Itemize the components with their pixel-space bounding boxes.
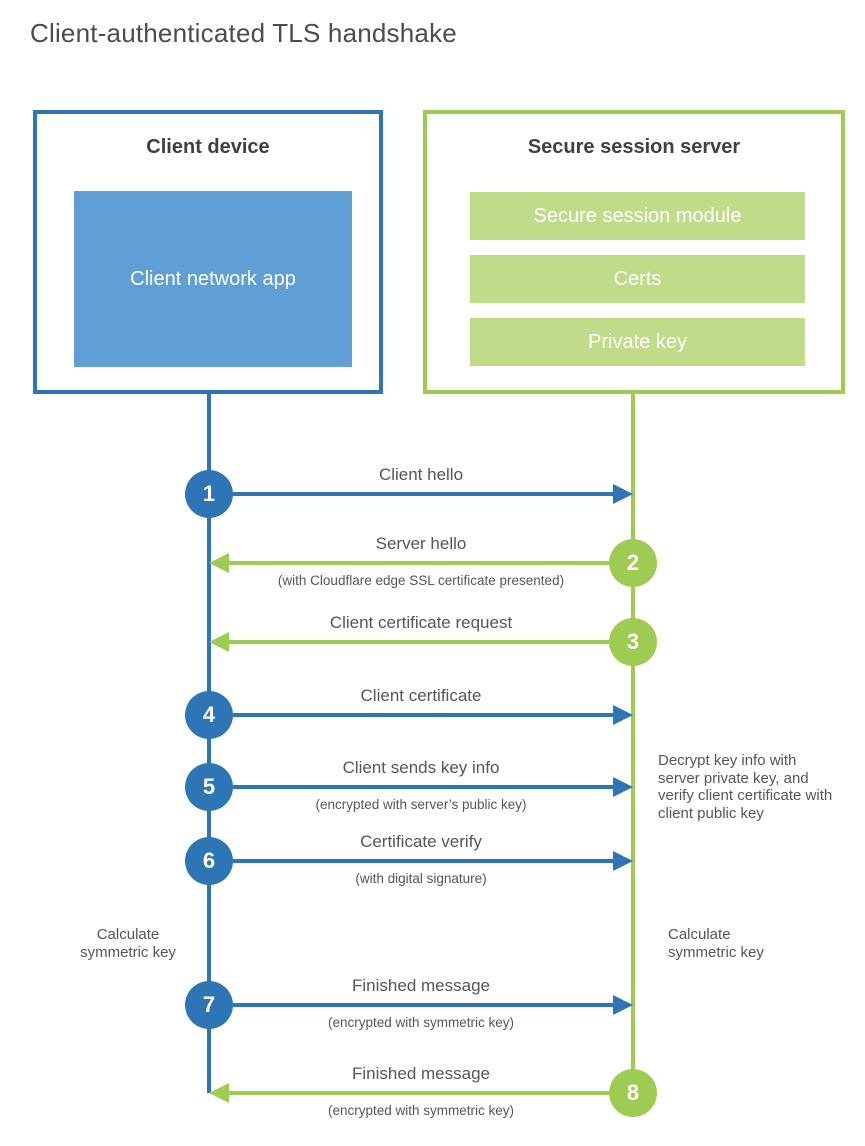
arrow-left-icon — [209, 1083, 229, 1103]
step-sublabel: (encrypted with server’s public key) — [315, 797, 527, 812]
step-label: Server hello — [375, 534, 467, 553]
arrow-line — [233, 1003, 613, 1007]
step-sublabel: (with digital signature) — [355, 871, 487, 886]
step-label: Finished message — [352, 976, 490, 995]
step-label: Client hello — [378, 465, 464, 484]
note-calculate-symmetric-key-server: Calculate symmetric key — [668, 926, 764, 961]
client-network-app-label: Client network app — [130, 268, 296, 290]
step-label: Client sends key info — [342, 758, 500, 777]
arrow-line — [233, 492, 613, 496]
arrow-line — [229, 561, 609, 565]
step-label: Certificate verify — [360, 832, 482, 851]
arrow-line — [229, 1091, 609, 1095]
client-device-title: Client device — [146, 136, 270, 158]
step-number-badge: 6 — [185, 837, 233, 885]
client-device-box: Client device Client network app — [33, 110, 383, 394]
client-network-app-box: Client network app — [74, 191, 352, 367]
arrow-right-icon — [613, 777, 633, 797]
arrow-right-icon — [613, 851, 633, 871]
step-number-badge: 1 — [185, 470, 233, 518]
server-module-private-key: Private key — [470, 318, 805, 366]
arrow-left-icon — [209, 553, 229, 573]
step-number-badge: 3 — [609, 618, 657, 666]
step-number-badge: 4 — [185, 691, 233, 739]
arrow-right-icon — [613, 484, 633, 504]
step-number-badge: 5 — [185, 763, 233, 811]
secure-session-server-box: Secure session server Secure session mod… — [423, 110, 845, 394]
step-sublabel: (with Cloudflare edge SSL certificate pr… — [277, 573, 565, 588]
step-sublabel: (encrypted with symmetric key) — [327, 1103, 515, 1118]
page-title: Client-authenticated TLS handshake — [30, 18, 457, 48]
step-number-badge: 8 — [609, 1069, 657, 1117]
arrow-line — [233, 713, 613, 717]
step-sublabel: (encrypted with symmetric key) — [327, 1015, 515, 1030]
step-label: Finished message — [352, 1064, 490, 1083]
step-number-badge: 2 — [609, 539, 657, 587]
arrow-left-icon — [209, 632, 229, 652]
server-module-certs: Certs — [470, 255, 805, 303]
arrow-line — [229, 640, 609, 644]
arrow-line — [233, 859, 613, 863]
step-label: Client certificate — [360, 686, 482, 705]
arrow-right-icon — [613, 995, 633, 1015]
arrow-line — [233, 785, 613, 789]
step-label: Client certificate request — [329, 613, 513, 632]
server-module-secure-session: Secure session module — [470, 192, 805, 240]
note-decrypt-key-info: Decrypt key info with server private key… — [658, 752, 833, 822]
server-lifeline — [631, 392, 635, 1093]
secure-session-server-title: Secure session server — [527, 136, 741, 158]
arrow-right-icon — [613, 705, 633, 725]
note-calculate-symmetric-key-client: Calculate symmetric key — [80, 926, 176, 961]
client-lifeline — [207, 392, 211, 1093]
step-number-badge: 7 — [185, 981, 233, 1029]
